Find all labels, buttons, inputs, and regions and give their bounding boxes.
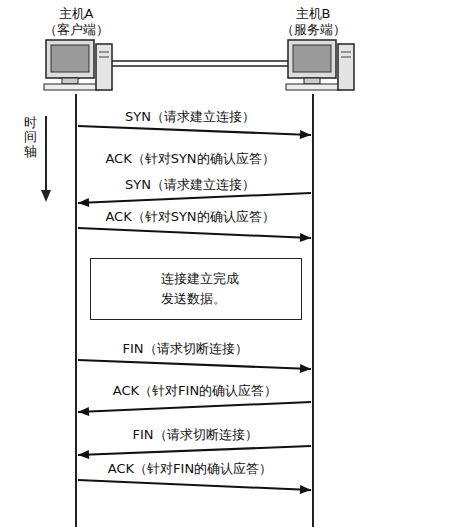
message-arrow xyxy=(78,402,311,416)
message-label: SYN（请求建立连接） xyxy=(123,176,257,194)
time-axis xyxy=(45,116,47,192)
message-label: ACK（针对FIN的确认应答） xyxy=(111,382,279,400)
message-arrow xyxy=(78,480,311,494)
message-arrow xyxy=(78,360,311,373)
status-box: 连接建立完成 发送数据。 xyxy=(90,258,302,320)
message-label: ACK（针对SYN的确认应答） xyxy=(103,208,276,226)
lifeline xyxy=(312,94,314,527)
message-label: ACK（针对FIN的确认应答） xyxy=(106,460,274,478)
message-label: FIN（请求切断连接） xyxy=(120,340,249,358)
computer-icon xyxy=(44,40,112,90)
message-arrow xyxy=(78,446,311,459)
time-axis-head xyxy=(41,190,51,202)
message-label: FIN（请求切断连接） xyxy=(130,426,259,444)
host-label: 主机A （客户端） xyxy=(38,6,114,39)
node-text: 主机A （客户端） xyxy=(38,6,114,39)
message-arrow xyxy=(78,126,311,139)
lifeline xyxy=(75,94,77,527)
message-label: ACK（针对SYN的确认应答） xyxy=(103,150,276,168)
message-label: SYN（请求建立连接） xyxy=(123,108,257,126)
computer-icon xyxy=(286,40,354,90)
message-arrow xyxy=(78,193,311,207)
message-arrow xyxy=(78,228,311,242)
node-text: 主机B （服务端） xyxy=(275,6,351,39)
host-label: 主机B （服务端） xyxy=(275,6,351,39)
node-text: 连接建立完成 发送数据。 xyxy=(161,269,244,309)
axis-label: 时间轴 xyxy=(24,116,37,159)
